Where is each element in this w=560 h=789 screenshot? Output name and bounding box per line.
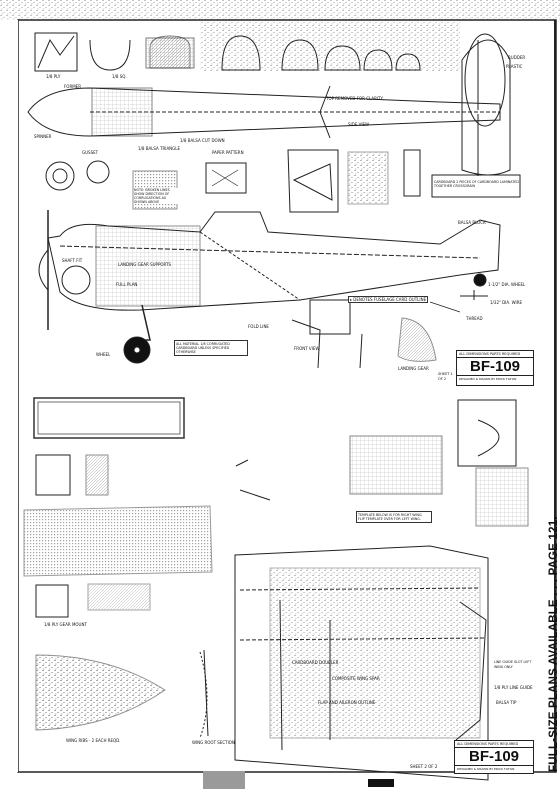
- ply-gear-label: 1/8 PLY GEAR MOUNT: [44, 622, 87, 627]
- full-plan-label: FULL PLAN: [116, 282, 138, 287]
- cardboard-doubler-label: CARDBOARD DOUBLER: [292, 660, 339, 665]
- sq-balsa-label: 1/8 SQ.: [112, 74, 127, 79]
- top-removed-label: TOP REMOVED FOR CLARITY: [326, 96, 383, 101]
- full-size-plans-note: FULL-SIZE PLANS AVAILABLE . . . PAGE 121…: [548, 516, 560, 772]
- title-block-sheet-1: ALL DIMENSIONS PARTS REQUIRED BF-109 DES…: [456, 350, 534, 386]
- wheel-label: WHEEL: [96, 352, 111, 357]
- fold-line-label: FOLD LINE: [248, 324, 269, 329]
- wire-size-label: 1/32" DIA. WIRE: [490, 300, 523, 305]
- wing-tip-label: BALSA TIP: [496, 700, 517, 705]
- fuselage-outline-note: ▸ DENOTES FUSELAGE CARD OUTLINE: [348, 296, 429, 303]
- rudder-label: RUDDER: [508, 55, 526, 60]
- material-note: ALL MATERIAL 1/8 CORRUGATED CARDBOARD UN…: [174, 340, 248, 356]
- wing-root-label: WING ROOT SECTION: [192, 740, 235, 745]
- landing-supports-label: LANDING GEAR SUPPORTS: [118, 262, 171, 267]
- gusset-label: GUSSET: [82, 150, 99, 155]
- front-view-label: FRONT VIEW: [294, 346, 320, 351]
- composite-spar-label: COMPOSITE WING SPAR: [332, 676, 380, 681]
- cut-down-label: 1/8 BALSA CUT DOWN: [180, 138, 225, 143]
- pattern-label: PAPER PATTERN: [212, 150, 244, 155]
- cardboard-note: CARDBOARD 2 PIECES OF CARDBOARD LAMINATE…: [434, 180, 519, 188]
- title-block-header: ALL DIMENSIONS PARTS REQUIRED: [457, 351, 533, 358]
- ply-guide-label: 1/8 PLY LINE GUIDE: [494, 685, 533, 690]
- designer-credit-2: DESIGNED & DRAWN BY ERICK TILTON: [457, 767, 515, 771]
- landing-gear-label: LANDING GEAR: [398, 366, 429, 371]
- thread-label: THREAD: [466, 316, 483, 321]
- designer-credit: DESIGNED & DRAWN BY ERICK TILTON: [459, 377, 517, 381]
- sheet-number-1: SHEET 1 OF 2: [438, 372, 453, 381]
- corrugation-note: NOTE: BROKEN LINES SHOW DIRECTION OF COR…: [134, 188, 178, 204]
- shaft-fit-label: SHAFT FIT: [62, 258, 83, 263]
- wheel-size-label: 1-1/2" DIA. WHEEL: [488, 282, 526, 287]
- wing-ribs-label: WING RIBS - 2 EACH REQD.: [66, 738, 121, 743]
- side-view-label: SIDE VIEW: [348, 122, 369, 127]
- flap-aileron-label: FLAP AND AILERON OUTLINE: [318, 700, 376, 705]
- title-block-sheet-2: ALL DIMENSIONS PARTS REQUIRED BF-109 DES…: [454, 740, 534, 774]
- plan-title-2: BF-109: [455, 748, 533, 766]
- balsa-block-label: BALSA BLOCK: [458, 220, 486, 225]
- title-block-header-2: ALL DIMENSIONS PARTS REQUIRED: [455, 741, 533, 748]
- template-note: TEMPLATE BELOW IS FOR RIGHT WING. FLIP T…: [356, 511, 432, 523]
- plan-title: BF-109: [457, 358, 533, 376]
- line-guide-label: LINE GUIDE SLOT LEFT WING ONLY: [494, 660, 532, 669]
- former-label: FORMER: [64, 84, 81, 89]
- spinner-label: SPINNER: [34, 134, 52, 139]
- balsa-triangle-label: 1/8 BALSA TRIANGLE: [138, 146, 181, 151]
- sheet-number-2: SHEET 2 OF 2: [410, 764, 438, 769]
- plastic-label: PLASTIC: [506, 64, 523, 69]
- ply-label: 1/8 PLY: [46, 74, 61, 79]
